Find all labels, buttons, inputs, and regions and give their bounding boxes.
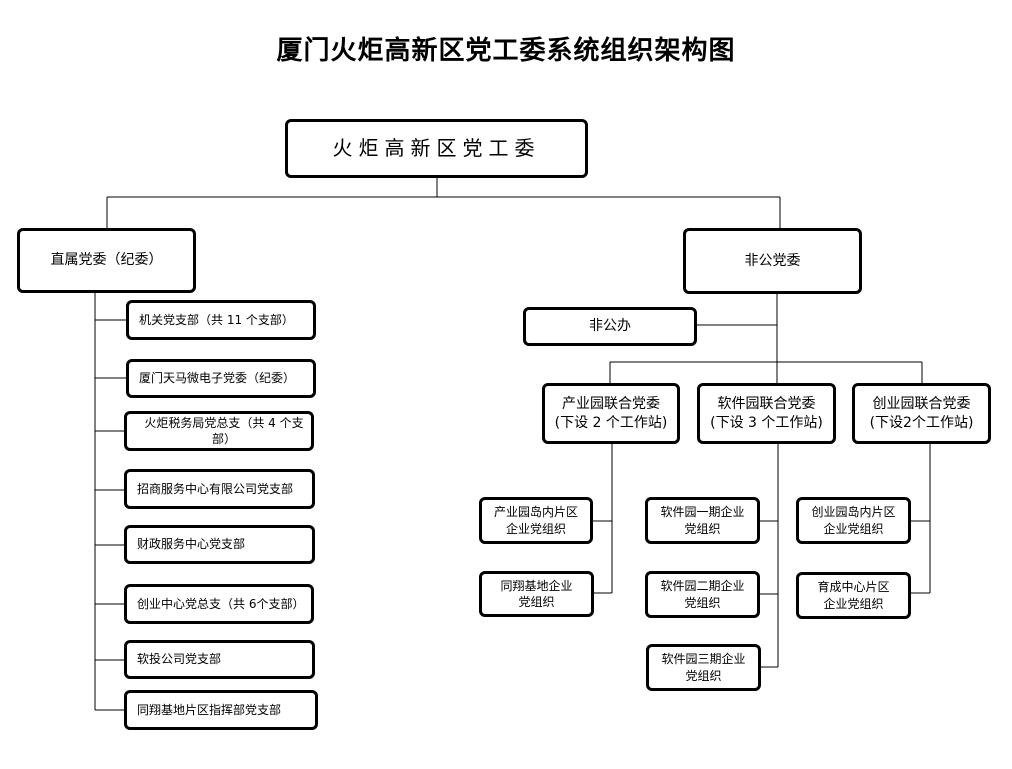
nonpublic-committee-label: 非公党委 (744, 252, 801, 269)
direct-unit-node[interactable]: 火炬税务局党总支（共 4 个支部） (124, 411, 314, 451)
direct-unit-label: 同翔基地片区指挥部党支部 (137, 702, 282, 717)
park-unit-node[interactable]: 产业园岛内片区 企业党组织 (479, 497, 593, 544)
direct-unit-label: 机关党支部（共 11 个支部） (139, 312, 294, 327)
park-unit-label: 产业园岛内片区 企业党组织 (493, 505, 578, 536)
direct-unit-node[interactable]: 同翔基地片区指挥部党支部 (124, 690, 318, 730)
direct-unit-label: 招商服务中心有限公司党支部 (137, 481, 294, 496)
direct-unit-node[interactable]: 财政服务中心党支部 (124, 525, 315, 564)
park-unit-node[interactable]: 育成中心片区 企业党组织 (796, 572, 911, 619)
direct-unit-node[interactable]: 机关党支部（共 11 个支部） (126, 300, 316, 340)
park-committee-node[interactable]: 软件园联合党委 (下设 3 个工作站) (697, 383, 836, 444)
direct-unit-label: 财政服务中心党支部 (137, 537, 246, 552)
page-title: 厦门火炬高新区党工委系统组织架构图 (276, 36, 736, 66)
park-unit-node[interactable]: 软件园一期企业 党组织 (645, 497, 760, 544)
root-committee-label: 火炬高新区党工委 (332, 136, 541, 160)
direct-committee-label: 直属党委（纪委） (50, 252, 163, 269)
park-unit-label: 创业园岛内片区 企业党组织 (811, 505, 896, 536)
park-committee-label: 产业园联合党委 (下设 2 个工作站) (554, 395, 668, 431)
park-unit-node[interactable]: 软件园三期企业 党组织 (646, 644, 761, 691)
direct-unit-node[interactable]: 招商服务中心有限公司党支部 (124, 469, 315, 509)
nonpublic-office-label: 非公办 (589, 318, 631, 335)
park-unit-label: 育成中心片区 企业党组织 (817, 580, 890, 611)
park-unit-label: 软件园二期企业 党组织 (660, 579, 745, 610)
root-committee-node[interactable]: 火炬高新区党工委 (285, 119, 588, 178)
park-committee-label: 创业园联合党委 (下设2个工作站) (869, 395, 974, 431)
direct-unit-node[interactable]: 创业中心党总支（共 6个支部） (124, 584, 314, 624)
park-unit-label: 软件园三期企业 党组织 (661, 652, 746, 683)
direct-unit-label: 火炬税务局党总支（共 4 个支部） (144, 415, 304, 446)
direct-unit-label: 创业中心党总支（共 6个支部） (137, 596, 305, 611)
park-unit-label: 软件园一期企业 党组织 (660, 505, 745, 536)
direct-unit-node[interactable]: 软投公司党支部 (124, 640, 315, 679)
direct-committee-node[interactable]: 直属党委（纪委） (17, 228, 196, 293)
direct-unit-label: 软投公司党支部 (137, 652, 222, 667)
park-unit-node[interactable]: 软件园二期企业 党组织 (645, 571, 760, 618)
park-committee-label: 软件园联合党委 (下设 3 个工作站) (710, 395, 823, 431)
park-unit-label: 同翔基地企业 党组织 (500, 578, 573, 609)
nonpublic-committee-node[interactable]: 非公党委 (683, 228, 862, 294)
park-unit-node[interactable]: 同翔基地企业 党组织 (479, 571, 594, 617)
park-committee-node[interactable]: 产业园联合党委 (下设 2 个工作站) (542, 383, 680, 444)
park-unit-node[interactable]: 创业园岛内片区 企业党组织 (796, 497, 911, 544)
nonpublic-office-node[interactable]: 非公办 (523, 307, 697, 346)
direct-unit-label: 厦门天马微电子党委（纪委） (139, 371, 296, 386)
park-committee-node[interactable]: 创业园联合党委 (下设2个工作站) (852, 383, 991, 444)
direct-unit-node[interactable]: 厦门天马微电子党委（纪委） (126, 359, 316, 398)
